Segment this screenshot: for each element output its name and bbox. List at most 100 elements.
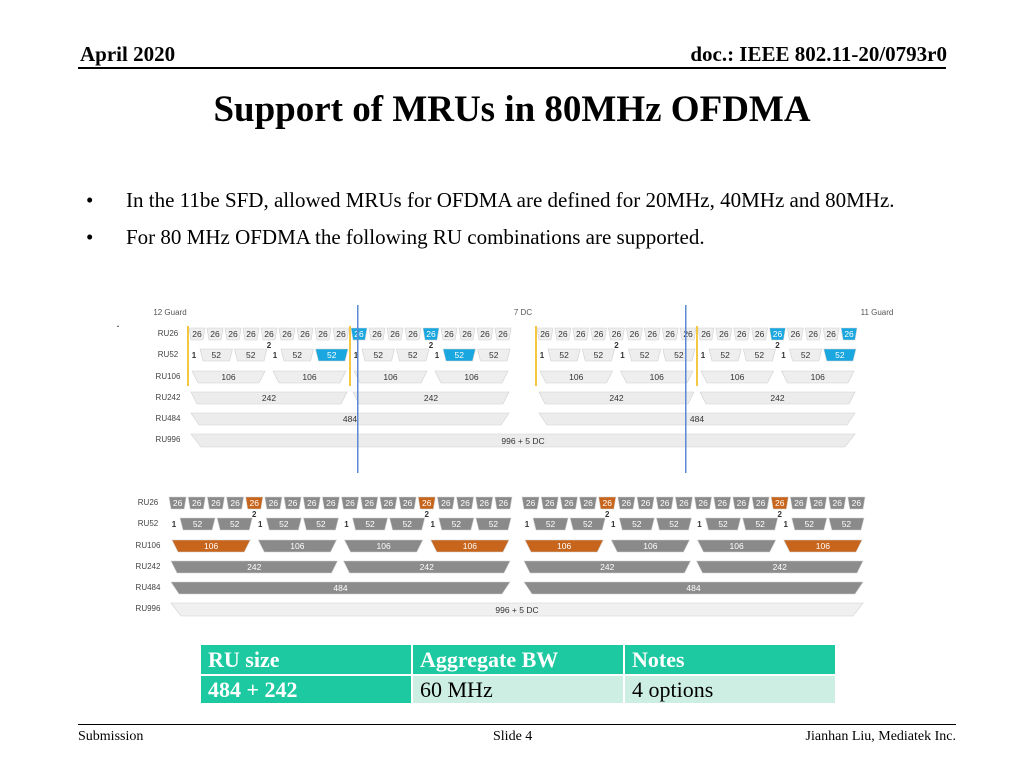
ru242-label: 242 [424,393,438,403]
ru996-block [170,602,864,617]
ru26-block [436,496,455,510]
ru52-label: 52 [193,519,203,529]
ru242-label: 242 [262,393,276,403]
ru26-block [617,496,636,510]
ru26-block [536,327,554,341]
ru106-block [620,370,694,384]
ru52-block [280,348,314,362]
ru26-block [598,496,617,510]
row-label: RU484 [136,583,161,592]
ru26-label: 26 [794,498,804,508]
ru26-block [314,327,332,341]
ru52-block [742,517,779,531]
table-cell: 60 MHz [413,676,623,703]
bullet-item: In the 11be SFD, allowed MRUs for OFDMA … [86,185,956,216]
row-label: RU52 [138,519,159,528]
row-label: RU52 [158,350,179,359]
ru26-block [674,496,693,510]
ru26-block [188,327,206,341]
ru26-label: 26 [564,498,574,508]
ru26-block [636,496,655,510]
ru106-block [610,539,690,553]
ru26-label: 26 [228,329,238,339]
ru52-label: 52 [805,519,815,529]
ru26-label: 26 [318,329,328,339]
ru26-label: 26 [630,329,640,339]
ru52-block [708,348,742,362]
ru26-block [456,496,475,510]
ru52-label: 52 [452,519,462,529]
ru106-label: 106 [816,541,830,551]
ru26-block [694,496,713,510]
ru52-one-label: 1 [192,351,197,360]
ru26-label: 26 [173,498,183,508]
dc-label: 7 DC [514,308,532,317]
ru242-label: 242 [770,393,784,403]
ru106-block [434,370,509,384]
footer-slide-number: Slide 4 [493,729,533,744]
ru26-block [476,327,494,341]
ru52-label: 52 [279,519,289,529]
ru26-label: 26 [480,329,490,339]
ru26-label: 26 [422,498,432,508]
ru106-block [781,370,855,384]
ru26-label: 26 [612,329,622,339]
ru26-block [590,327,607,341]
ru26-block [475,496,494,510]
ru26-block [242,327,260,341]
row-label: RU106 [136,541,161,550]
ru26-label: 26 [698,498,708,508]
ru106-block [430,539,510,553]
ru26-block [302,496,321,510]
ru26-block [769,327,786,341]
ru26-mid-label: 2 [775,341,780,350]
ru26-label: 26 [403,498,413,508]
ru26-block [422,327,440,341]
guard-tick [535,326,537,386]
ru484-block [538,412,856,426]
ru26-block [732,496,751,510]
ru52-block [475,517,512,531]
ru26-mid-label: 2 [429,341,434,350]
ru52-one-label: 1 [273,351,278,360]
ru52-block [705,517,742,531]
ru26-label: 26 [665,329,675,339]
ru52-label: 52 [230,519,240,529]
ru52-label: 52 [674,350,684,360]
ru52-label: 52 [632,519,642,529]
ru26-block [713,496,732,510]
ru26-block [278,327,296,341]
ru52-block [438,517,475,531]
ru106-block [272,370,347,384]
ru52-one-label: 1 [611,520,616,529]
ru484-label: 484 [690,414,704,424]
ru106-block [171,539,251,553]
ru52-one-label: 1 [431,520,436,529]
divider-line [357,305,359,473]
ru106-label: 106 [463,541,477,551]
ru26-label: 26 [307,498,317,508]
ru26-label: 26 [246,329,256,339]
ru26-block [264,496,283,510]
ru52-block [789,348,823,362]
ru26-block [554,327,572,341]
ru106-block [191,370,266,384]
ru52-block [655,517,692,531]
ru52-block [628,348,662,362]
ru52-label: 52 [489,519,499,529]
ru52-block [828,517,865,531]
ru242-label: 242 [609,393,623,403]
ru484-block [190,412,510,426]
ru26-label: 26 [444,329,454,339]
ru52-block [581,348,615,362]
ru52-one-label: 1 [344,520,349,529]
ru52-block [179,517,216,531]
ru26-label: 26 [583,498,593,508]
ru52-block [547,348,581,362]
ru52-block [618,517,655,531]
ru26-label: 26 [269,498,279,508]
footer-rule [78,724,956,725]
ru26-label: 26 [441,498,451,508]
ru52-label: 52 [640,350,650,360]
ru242-block [538,391,695,405]
